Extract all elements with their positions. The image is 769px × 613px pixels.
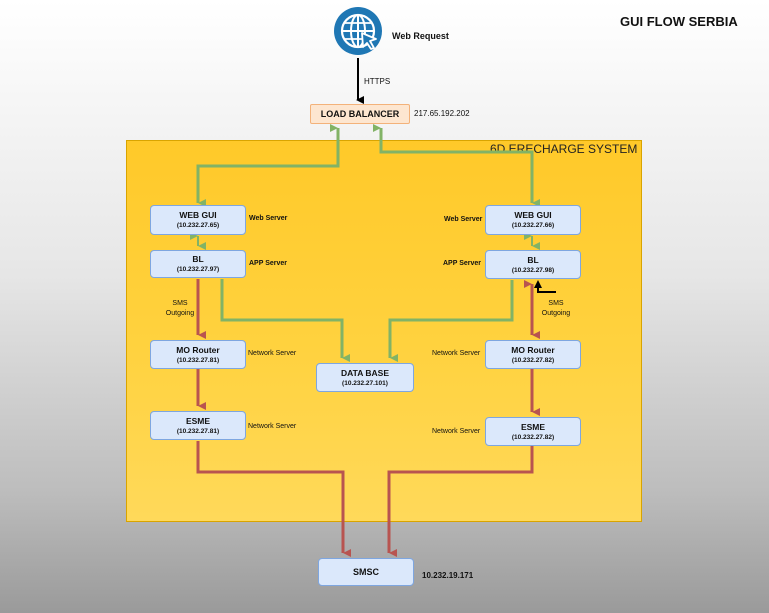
node-ip: (10.232.27.98) <box>511 266 555 274</box>
left-bl-to-db-link <box>220 279 350 362</box>
right-esme-role: Network Server <box>432 428 481 435</box>
node-ip: (10.232.27.82) <box>511 356 555 364</box>
load-balancer-box: LOAD BALANCER <box>310 104 410 124</box>
node-name: WEB GUI <box>514 210 552 220</box>
node-name: DATA BASE <box>340 367 389 378</box>
diagram-title: GUI FLOW SERBIA <box>620 14 738 29</box>
database-node: DATA BASE (10.232.27.101) <box>316 363 414 392</box>
node-ip: (10.232.27.82) <box>511 433 555 441</box>
left-webgui-node: WEB GUI (10.232.27.65) <box>150 205 246 235</box>
right-mo-router-node: MO Router (10.232.27.82) <box>485 340 581 369</box>
node-name: MO Router <box>176 344 220 355</box>
load-balancer-label: LOAD BALANCER <box>320 109 400 119</box>
node-name: BL <box>192 254 204 264</box>
node-name: WEB GUI <box>179 210 217 220</box>
left-bl-role: APP Server <box>249 260 288 267</box>
left-esme-role: Network Server <box>248 423 297 430</box>
right-bl-node: BL (10.232.27.98) <box>485 250 581 279</box>
web-request-label: Web Request <box>392 31 449 41</box>
node-name: SMSC <box>352 566 379 577</box>
node-ip: (10.232.27.81) <box>176 356 220 364</box>
left-sms-outgoing-label: SMS Outgoing <box>165 300 195 317</box>
https-label: HTTPS <box>364 77 391 86</box>
node-ip: (10.232.27.65) <box>176 222 220 229</box>
lb-to-left-webgui-link <box>196 124 340 207</box>
right-mo-router-role: Network Server <box>432 350 481 357</box>
left-webgui-role: Web Server <box>249 215 288 222</box>
node-ip: (10.232.27.101) <box>342 379 388 387</box>
left-mo-router-node: MO Router (10.232.27.81) <box>150 340 246 369</box>
node-ip: (10.232.27.81) <box>176 427 220 435</box>
right-esme-node: ESME (10.232.27.82) <box>485 417 581 446</box>
left-esme-to-smsc-link <box>196 441 351 557</box>
node-ip: (10.232.27.66) <box>511 222 555 229</box>
load-balancer-ip: 217.65.192.202 <box>414 109 470 118</box>
right-esme-to-smsc-link <box>387 446 534 557</box>
left-bl-node: BL (10.232.27.97) <box>150 250 246 278</box>
node-name: BL <box>527 254 539 265</box>
globe-cursor-icon <box>333 6 383 56</box>
left-mo-router-role: Network Server <box>248 350 297 357</box>
smsc-ip: 10.232.19.171 <box>422 571 474 580</box>
node-name: ESME <box>185 415 211 426</box>
node-ip: (10.232.27.97) <box>176 266 220 273</box>
right-webgui-role: Web Server <box>444 216 483 223</box>
node-name: MO Router <box>511 344 555 355</box>
left-esme-node: ESME (10.232.27.81) <box>150 411 246 440</box>
lb-to-right-webgui-link <box>373 124 540 207</box>
right-bl-role: APP Server <box>443 260 482 267</box>
right-bl-to-db-link <box>388 280 514 362</box>
smsc-node: SMSC <box>318 558 414 586</box>
node-name: ESME <box>520 421 546 432</box>
right-sms-outgoing-label: SMS Outgoing <box>541 300 571 317</box>
right-webgui-node: WEB GUI (10.232.27.66) <box>485 205 581 235</box>
